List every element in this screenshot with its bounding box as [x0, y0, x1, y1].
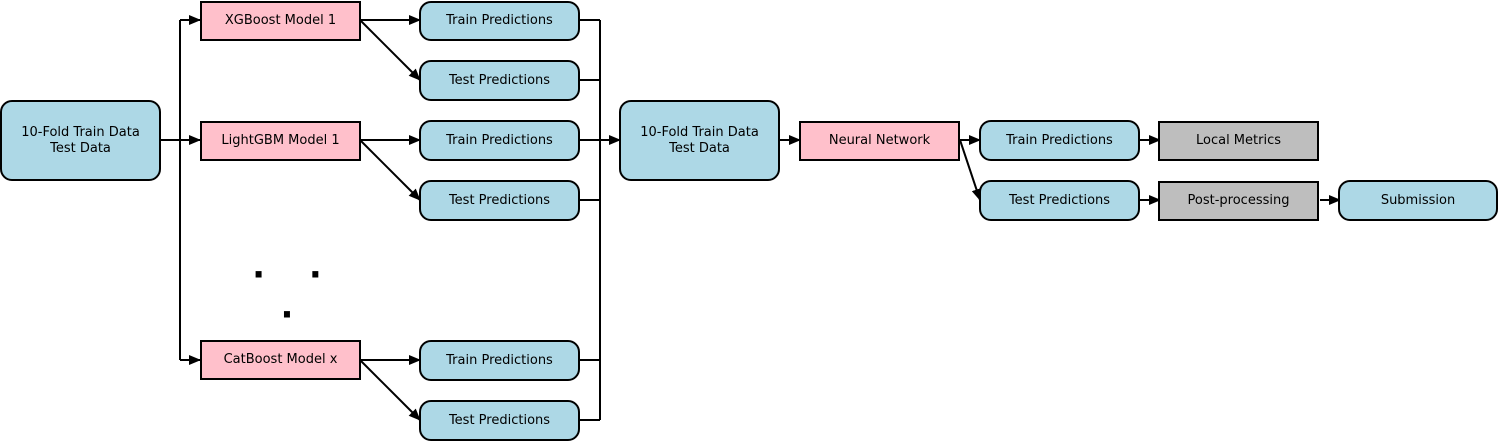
xgboost-model-label: XGBoost Model 1 [224, 13, 337, 28]
catboost-model-node: CatBoost Model x [200, 340, 361, 380]
edge-cat-test [359, 359, 421, 421]
cat-train-predictions-node: Train Predictions [419, 340, 580, 381]
post-processing-label: Post-processing [1187, 193, 1290, 208]
submission-node: Submission [1338, 180, 1498, 221]
train-predictions-label: Train Predictions [1006, 132, 1113, 148]
test-predictions-label: Test Predictions [448, 192, 551, 208]
xgboost-model-node: XGBoost Model 1 [200, 1, 361, 41]
stack-input-line2: Test Data [669, 140, 730, 156]
xgb-train-predictions-node: Train Predictions [419, 1, 580, 41]
train-predictions-label: Train Predictions [446, 13, 553, 28]
train-predictions-label: Train Predictions [446, 132, 553, 148]
lgb-train-predictions-node: Train Predictions [419, 120, 580, 161]
xgb-test-predictions-node: Test Predictions [419, 60, 580, 101]
post-processing-node: Post-processing [1158, 181, 1319, 221]
test-predictions-label: Test Predictions [1008, 192, 1111, 208]
catboost-model-label: CatBoost Model x [223, 352, 338, 367]
nn-train-predictions-node: Train Predictions [979, 120, 1140, 161]
more-models-ellipsis: · · · [252, 255, 338, 335]
cat-test-predictions-node: Test Predictions [419, 400, 580, 441]
lgb-test-predictions-node: Test Predictions [419, 180, 580, 221]
local-metrics-label: Local Metrics [1195, 133, 1281, 148]
lightgbm-model-node: LightGBM Model 1 [200, 121, 361, 161]
nn-test-predictions-node: Test Predictions [979, 180, 1140, 221]
input-data-node: 10-Fold Train Data Test Data [0, 100, 161, 181]
stack-input-node: 10-Fold Train Data Test Data [619, 100, 780, 181]
test-predictions-label: Test Predictions [448, 412, 551, 428]
edge-lgb-test [359, 139, 421, 201]
local-metrics-node: Local Metrics [1158, 121, 1319, 161]
train-predictions-label: Train Predictions [446, 352, 553, 368]
input-data-line2: Test Data [50, 140, 111, 156]
edge-xgb-test [359, 19, 421, 81]
input-data-line1: 10-Fold Train Data [21, 124, 140, 140]
submission-label: Submission [1380, 192, 1456, 208]
neural-network-node: Neural Network [799, 121, 960, 161]
neural-network-label: Neural Network [828, 133, 931, 148]
lightgbm-model-label: LightGBM Model 1 [221, 133, 340, 148]
test-predictions-label: Test Predictions [448, 72, 551, 88]
stack-input-line1: 10-Fold Train Data [640, 124, 759, 140]
edge-nn-test [959, 139, 982, 201]
